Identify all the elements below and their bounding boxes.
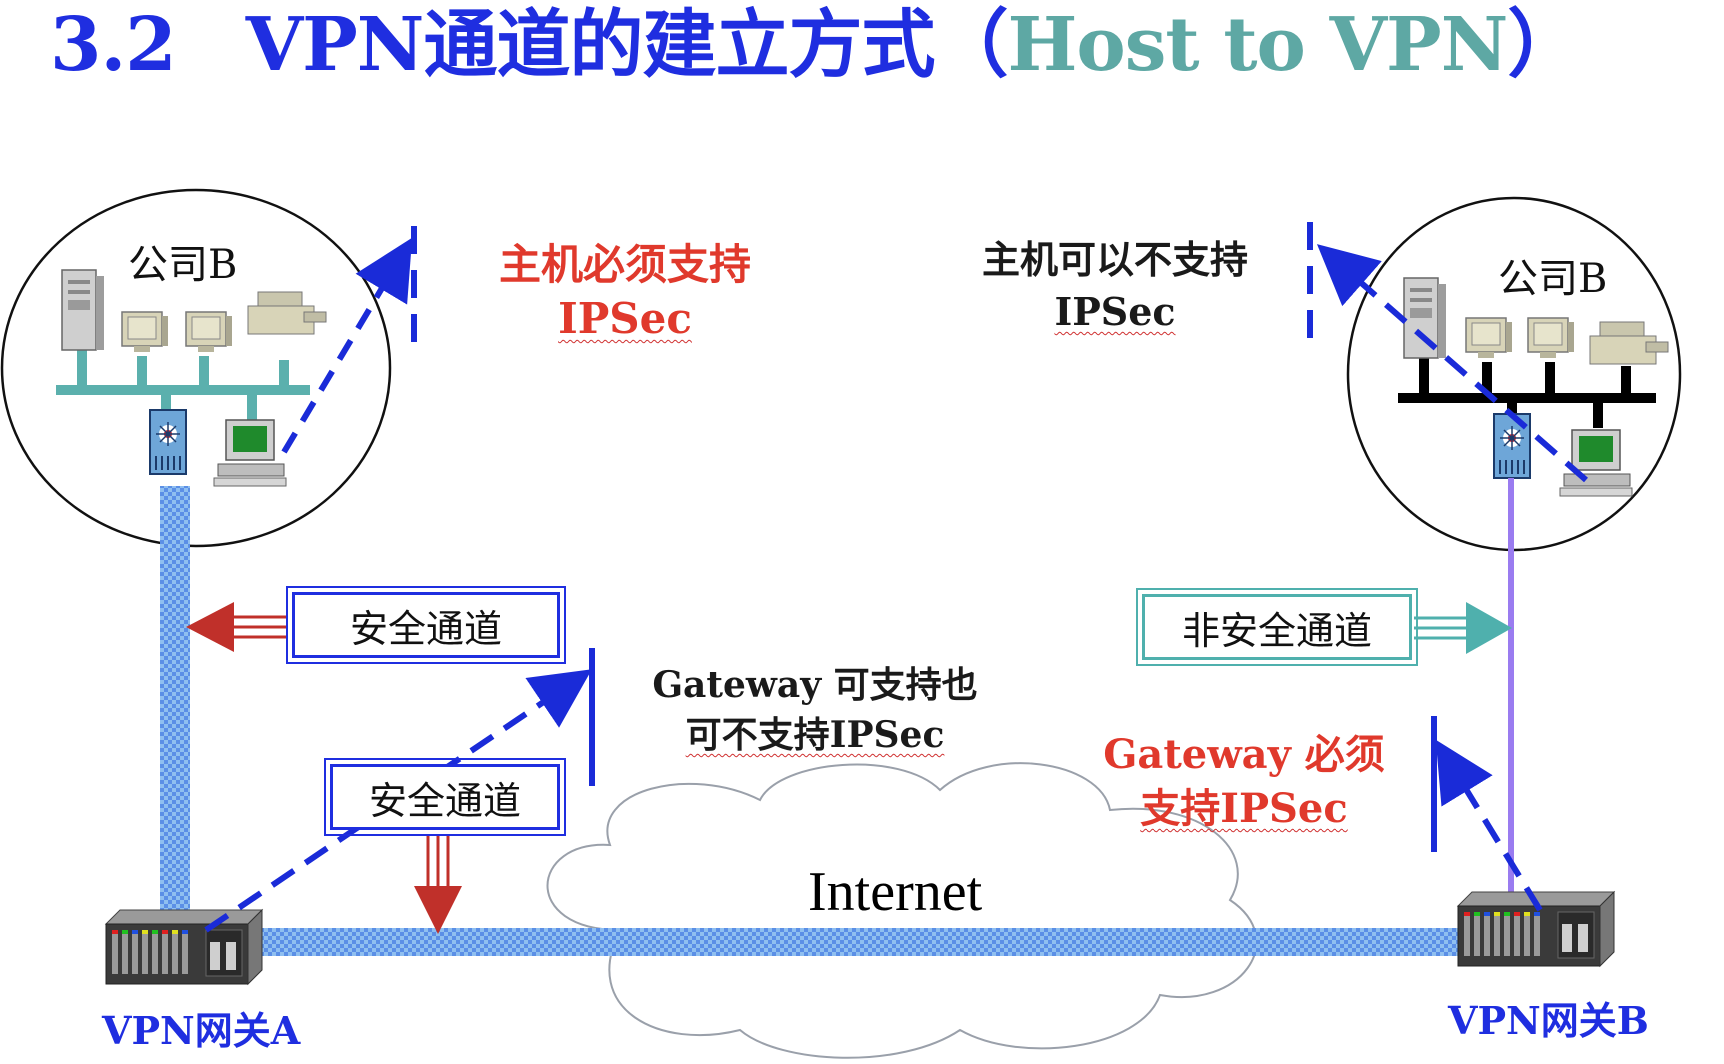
note-gateway-optional-line1: Gateway 可支持也	[652, 664, 978, 706]
host-tunnel-left	[281, 226, 417, 454]
company-label-left: 公司B	[128, 242, 238, 288]
server-icon	[61, 269, 105, 351]
note-host-must-line1: 主机必须支持	[498, 240, 751, 289]
workstation-icon	[213, 419, 287, 487]
desktop-pc-icon	[1465, 317, 1513, 359]
lan-bus-left	[56, 340, 310, 420]
note-gateway-must-line2: 支持IPSec	[1140, 785, 1348, 832]
internet-backbone	[262, 928, 1472, 956]
printer-icon	[247, 291, 327, 335]
note-host-may-not: 主机可以不支持 IPSec	[960, 234, 1270, 338]
title-close: ）	[1507, 2, 1581, 88]
slide-title: 3.2 VPN通道的建立方式（Host to VPN）	[50, 0, 1581, 90]
gateway-a-label: VPN网关A	[102, 1008, 301, 1053]
secure-tunnel-box-upper: 安全通道	[286, 586, 566, 664]
company-site-ellipse-left	[0, 188, 392, 548]
arrow-secure-lower	[414, 834, 462, 934]
desktop-pc-icon	[185, 311, 233, 353]
arrow-secure-upper	[186, 602, 288, 652]
vpn-gateway-a-router-icon	[105, 909, 263, 985]
internet-label: Internet	[808, 861, 983, 923]
note-host-must: 主机必须支持 IPSec	[470, 238, 780, 346]
host-tunnel-right	[1307, 222, 1588, 483]
note-host-may-not-line2: IPSec	[1054, 289, 1176, 334]
secure-link-left	[160, 486, 190, 916]
title-main: VPN通道的建立方式（	[245, 2, 1009, 88]
printer-icon	[1589, 321, 1669, 365]
insecure-tunnel-box: 非安全通道	[1136, 588, 1418, 666]
switch-icon	[149, 409, 187, 475]
company-label-right: 公司B	[1498, 256, 1608, 302]
gateway-tunnel-right	[1431, 716, 1543, 912]
desktop-pc-icon	[121, 311, 169, 353]
desktop-pc-icon	[1527, 317, 1575, 359]
secure-tunnel-box-lower: 安全通道	[324, 758, 566, 836]
section-number: 3.2	[50, 2, 177, 88]
note-gateway-optional-line2: 可不支持IPSec	[685, 714, 945, 756]
gateway-tunnel-left	[204, 648, 595, 933]
server-icon	[1403, 277, 1447, 359]
note-gateway-optional: Gateway 可支持也 可不支持IPSec	[640, 660, 990, 760]
gateway-b-label: VPN网关B	[1448, 998, 1649, 1043]
note-gateway-must: Gateway 必须 支持IPSec	[1094, 728, 1394, 836]
internet-cloud	[546, 762, 1258, 1059]
note-host-may-not-line1: 主机可以不支持	[981, 237, 1248, 282]
title-mode: Host to VPN	[1007, 2, 1508, 88]
arrow-insecure	[1414, 602, 1512, 654]
note-gateway-must-line1: Gateway 必须	[1103, 731, 1385, 778]
note-host-must-line2: IPSec	[558, 294, 692, 343]
